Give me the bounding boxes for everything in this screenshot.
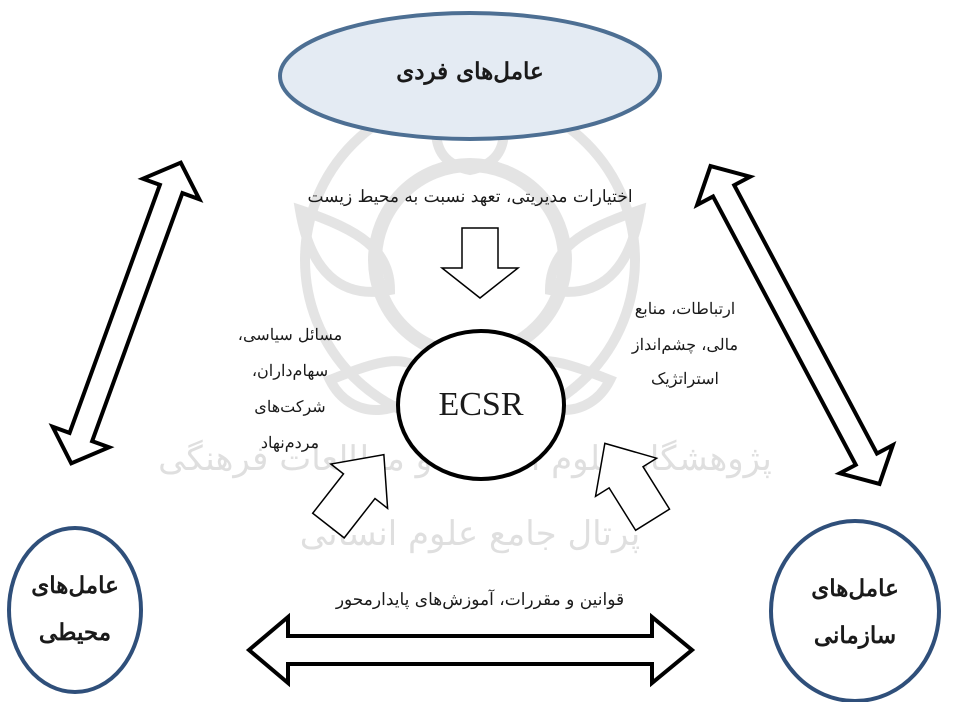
environmental-factors-node [7, 526, 143, 694]
ecsr-node [396, 329, 566, 481]
bottom-link-label: قوانین و مقررات، آموزش‌های پایدارمحور [335, 590, 625, 610]
block-arrow-icon-right [594, 442, 671, 532]
environmental-label-line4: مردم‌نهاد [260, 433, 320, 452]
organizational-factors-node [769, 519, 941, 702]
organizational-label-line2: مالی، چشم‌انداز [631, 335, 739, 354]
environmental-label-line3: شرکت‌های [254, 397, 326, 416]
organizational-label-line1: ارتباطات، منابع [634, 299, 736, 318]
ecsr-title: ECSR [438, 386, 524, 423]
organizational-label-line3: استراتژیک [650, 369, 719, 388]
environmental-label-line2: سهام‌داران، [251, 361, 329, 380]
double-arrow-icon-left [48, 160, 204, 466]
environmental-factors-title-line2: محیطی [38, 619, 112, 646]
environmental-label-line1: مسائل سیاسی، [237, 325, 343, 344]
environmental-factors-title-line1: عامل‌های [31, 572, 119, 599]
organizational-factors-title-line2: سازمانی [813, 622, 897, 649]
double-arrow-icon-right [693, 163, 897, 487]
down-arrow-icon [439, 227, 521, 299]
double-arrow-icon-bottom [245, 612, 696, 688]
block-arrow-icon-left [311, 453, 389, 539]
individual-factors-node [278, 11, 662, 141]
organizational-factors-title-line1: عامل‌های [811, 575, 899, 602]
individual-factors-title: عامل‌های فردی [396, 58, 544, 85]
individual-factors-label: اختیارات مدیریتی، تعهد نسبت به محیط زیست [307, 187, 633, 207]
